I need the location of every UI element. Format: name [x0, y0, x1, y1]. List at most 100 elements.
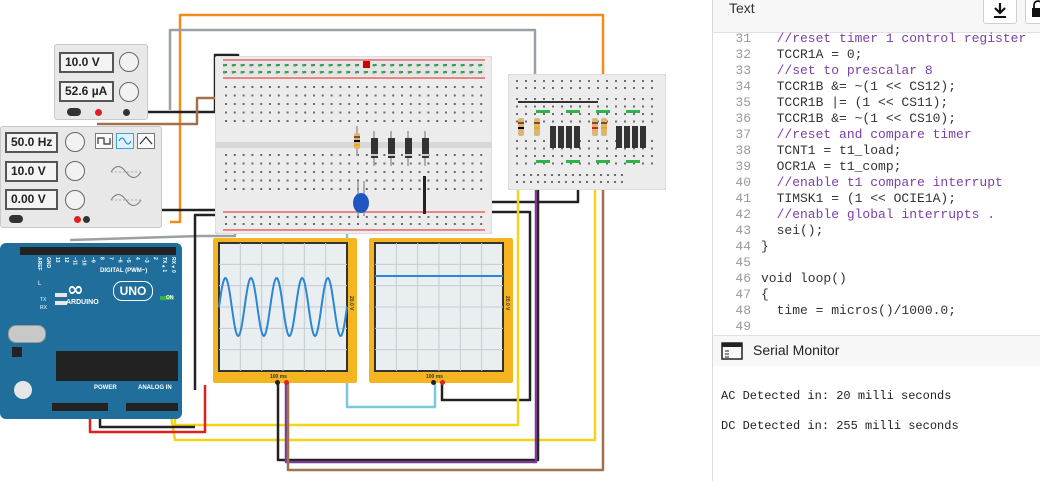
tx-label: TX: [40, 297, 47, 303]
code-line[interactable]: 36 TCCR1B &= ~(1 << CS10);: [713, 111, 1040, 127]
wire-brown-bottom: [286, 120, 605, 472]
reset-button[interactable]: [12, 347, 22, 357]
capacitor[interactable]: [353, 181, 369, 216]
scope-1-terminal-neg[interactable]: [275, 380, 280, 385]
digital-header: [20, 247, 176, 255]
dc-power-supply[interactable]: 10.0 V 52.6 µA: [54, 44, 148, 120]
scope-1-terminal-pos[interactable]: [284, 380, 289, 385]
right-ics[interactable]: [550, 126, 646, 148]
resistor[interactable]: [354, 126, 360, 156]
power-rails-bottom: [223, 211, 485, 231]
code-line[interactable]: 47{: [713, 287, 1040, 303]
line-number: 41: [735, 191, 751, 206]
current-knob[interactable]: [119, 82, 139, 102]
line-number: 32: [735, 47, 751, 62]
fg-positive-terminal[interactable]: [74, 216, 81, 223]
function-generator[interactable]: 50.0 Hz 10.0 V 0.00 V: [0, 126, 162, 228]
serial-line-ac: AC Detected in: 20 milli seconds: [721, 389, 952, 403]
main-breadboard[interactable]: [215, 56, 492, 234]
scope-1-time-label: 100 ms: [270, 374, 287, 380]
jumper-black: [423, 176, 426, 214]
circuit-canvas[interactable]: 10.0 V 52.6 µA 50.0 Hz 10.0 V 0.00 V: [0, 0, 712, 481]
triangle-wave-button[interactable]: [137, 133, 155, 149]
line-number: 34: [735, 79, 751, 94]
line-number: 37: [735, 127, 751, 142]
code-line[interactable]: 38 TCNT1 = t1_load;: [713, 143, 1040, 159]
led-tx: [55, 293, 67, 297]
code-mode-label[interactable]: Text: [729, 0, 755, 16]
diode-3[interactable]: [405, 131, 412, 166]
code-line[interactable]: 44}: [713, 239, 1040, 255]
serial-monitor-header[interactable]: Serial Monitor: [713, 335, 1040, 367]
wire-black-scope: [276, 160, 540, 462]
code-text: TCNT1 = t1_load;: [761, 143, 902, 158]
power-switch[interactable]: [67, 108, 81, 116]
voltage-knob[interactable]: [119, 52, 139, 72]
code-text: TCCR1B &= ~(1 << CS10);: [761, 111, 957, 126]
code-text: TCCR1B |= (1 << CS11);: [761, 95, 949, 110]
code-line[interactable]: 40 //enable t1 compare interrupt: [713, 175, 1040, 191]
code-line[interactable]: 41 TIMSK1 = (1 << OCIE1A);: [713, 191, 1040, 207]
code-line[interactable]: 37 //reset and compare timer: [713, 127, 1040, 143]
serial-output: AC Detected in: 20 milli seconds DC Dete…: [713, 366, 1040, 481]
code-text: {: [761, 287, 769, 302]
code-line[interactable]: 48 time = micros()/1000.0;: [713, 303, 1040, 319]
right-resistors[interactable]: [518, 118, 607, 136]
code-line[interactable]: 32 TCCR1A = 0;: [713, 47, 1040, 63]
atmega-chip: [56, 351, 178, 381]
code-line[interactable]: 39 OCR1A = t1_comp;: [713, 159, 1040, 175]
scope-2-terminal-pos[interactable]: [440, 380, 445, 385]
sine-wave-button[interactable]: [116, 133, 134, 149]
frequency-knob[interactable]: [65, 132, 85, 152]
wire-black-right2: [440, 210, 532, 402]
code-header-bar: Text: [713, 0, 1040, 33]
lock-icon: [1032, 0, 1040, 17]
code-text: time = micros()/1000.0;: [761, 303, 957, 318]
power-header: [52, 403, 108, 411]
positive-terminal[interactable]: [95, 109, 102, 116]
scope-2-time-label: 100 ms: [426, 374, 443, 380]
diode-4[interactable]: [422, 131, 429, 166]
fg-negative-terminal[interactable]: [83, 216, 90, 223]
download-button[interactable]: [983, 0, 1017, 24]
line-number: 39: [735, 159, 751, 174]
capacitor-big: [14, 381, 32, 399]
wire-orange: [170, 13, 605, 224]
analog-header: [126, 403, 178, 411]
sine-wave-icon: [118, 137, 132, 145]
code-line[interactable]: 49: [713, 319, 1040, 335]
oscilloscope-1[interactable]: 20.0 V 100 ms: [213, 238, 357, 385]
offset-display: 0.00 V: [5, 189, 58, 210]
code-line[interactable]: 43 sei();: [713, 223, 1040, 239]
code-line[interactable]: 34 TCCR1B &= ~(1 << CS12);: [713, 79, 1040, 95]
rail-connector-red: [363, 61, 370, 68]
square-wave-button[interactable]: [95, 133, 113, 149]
code-line[interactable]: 42 //enable global interrupts .: [713, 207, 1040, 223]
fg-power-switch[interactable]: [9, 215, 23, 223]
right-breadboard[interactable]: [508, 74, 666, 190]
code-text: OCR1A = t1_comp;: [761, 159, 902, 174]
code-line[interactable]: 45: [713, 255, 1040, 271]
line-number: 40: [735, 175, 751, 190]
code-line[interactable]: 35 TCCR1B |= (1 << CS11);: [713, 95, 1040, 111]
amplitude-knob[interactable]: [65, 161, 85, 181]
wire-purple: [284, 185, 538, 464]
lock-button[interactable]: [1025, 0, 1040, 24]
scope-2-terminal-neg[interactable]: [431, 380, 436, 385]
line-number: 44: [735, 239, 751, 254]
right-bb-green-strips: [536, 110, 640, 163]
offset-knob[interactable]: [65, 190, 85, 210]
diode-1[interactable]: [371, 131, 378, 166]
oscilloscope-2-screen: [374, 242, 504, 372]
code-line[interactable]: 33 //set to prescalar 8: [713, 63, 1040, 79]
code-panel: Text 31 //reset timer 1 control register…: [712, 0, 1040, 481]
negative-terminal[interactable]: [123, 109, 130, 116]
code-line[interactable]: 31 //reset timer 1 control register: [713, 31, 1040, 47]
diode-2[interactable]: [388, 131, 395, 166]
triangle-wave-icon: [139, 136, 153, 145]
line-number: 31: [735, 31, 751, 46]
oscilloscope-2[interactable]: 20.0 V 100 ms: [369, 238, 513, 385]
